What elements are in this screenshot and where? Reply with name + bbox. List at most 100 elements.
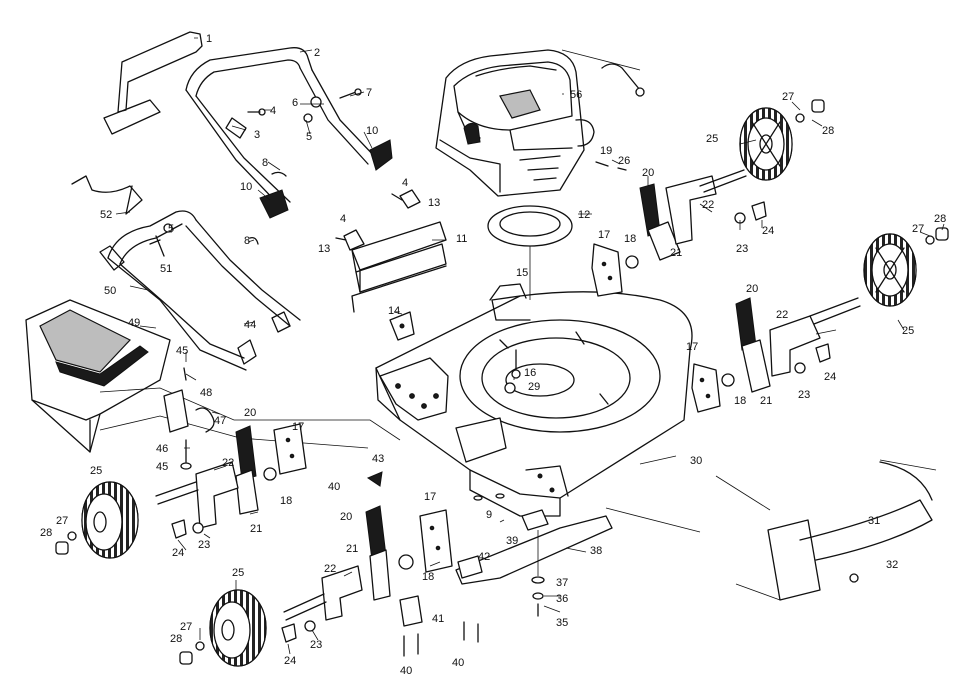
callout-51: 51 xyxy=(160,263,172,275)
callout-22d: 22 xyxy=(324,563,336,575)
callout-20b: 20 xyxy=(746,283,758,295)
callout-22b: 22 xyxy=(776,309,788,321)
mower-deck xyxy=(375,283,693,517)
rod-45a xyxy=(183,367,187,381)
rear-skirt-31 xyxy=(799,499,933,561)
callout-22a: 22 xyxy=(702,199,714,211)
lever-grip-20c xyxy=(235,425,257,481)
callout-29: 29 xyxy=(528,381,540,393)
bolt-24b xyxy=(815,343,831,363)
callout-19: 19 xyxy=(600,145,612,157)
callout-37: 37 xyxy=(556,577,568,589)
callout-10b: 10 xyxy=(240,181,252,193)
spacer-18b xyxy=(721,373,735,387)
callout-17d: 17 xyxy=(424,491,436,503)
axle-22b xyxy=(809,297,861,325)
skirt-plate xyxy=(767,519,821,601)
clip-8b xyxy=(249,236,259,245)
callout-31: 31 xyxy=(868,515,880,527)
callout-4c: 4 xyxy=(340,213,346,225)
callout-28b: 28 xyxy=(934,213,946,225)
callout-17c: 17 xyxy=(292,421,304,433)
callout-13a: 13 xyxy=(428,197,440,209)
callout-11: 11 xyxy=(456,233,467,245)
callout-24b: 24 xyxy=(824,371,836,383)
bracket-41 xyxy=(399,595,423,627)
height-plate-17a xyxy=(591,243,623,297)
callout-21c: 21 xyxy=(250,523,262,535)
callout-27a: 27 xyxy=(782,91,794,103)
blade-38 xyxy=(455,515,613,585)
callout-8b: 8 xyxy=(244,235,250,247)
callout-21d: 21 xyxy=(346,543,358,555)
callout-23b: 23 xyxy=(798,389,810,401)
spacer-18c xyxy=(263,467,277,481)
callout-12: 12 xyxy=(578,209,590,221)
washer-23b xyxy=(794,362,806,374)
callout-47: 47 xyxy=(214,415,226,427)
callout-13b: 13 xyxy=(318,243,330,255)
callout-8a: 8 xyxy=(262,157,268,169)
washer-36 xyxy=(532,592,544,600)
cable-clip-52 xyxy=(71,175,143,215)
callout-27b: 27 xyxy=(912,223,924,235)
control-lever-right xyxy=(369,139,393,171)
axle-22c xyxy=(155,481,199,505)
spacer-18d xyxy=(398,554,414,570)
callout-27c: 27 xyxy=(56,515,68,527)
upper-handle xyxy=(103,31,379,209)
engine xyxy=(435,49,595,197)
callout-46: 46 xyxy=(156,443,168,455)
cable-guide xyxy=(225,117,247,139)
axle-22a xyxy=(699,169,747,193)
callout-9: 9 xyxy=(486,509,492,521)
height-plate-17b xyxy=(691,363,721,413)
callout-24c: 24 xyxy=(172,547,184,559)
bracket-13b xyxy=(343,229,365,251)
clip-8a xyxy=(271,171,287,177)
callout-20c: 20 xyxy=(244,407,256,419)
washer-29 xyxy=(504,382,516,394)
callout-24d: 24 xyxy=(284,655,296,667)
bolt-9a xyxy=(473,495,483,501)
callout-18b: 18 xyxy=(734,395,746,407)
callout-18d: 18 xyxy=(422,571,434,583)
callout-26: 26 xyxy=(618,155,630,167)
callout-40b: 40 xyxy=(400,665,412,677)
cap-28c xyxy=(55,541,69,555)
hinge-bracket-48 xyxy=(163,389,189,433)
callout-4a: 4 xyxy=(270,105,276,117)
spring-47 xyxy=(195,407,215,433)
callout-48: 48 xyxy=(200,387,212,399)
clip-43 xyxy=(366,471,383,487)
lever-arm-21c xyxy=(235,469,259,515)
bracket-42 xyxy=(457,555,483,579)
callout-5a: 5 xyxy=(306,131,312,143)
callout-17b: 17 xyxy=(686,341,698,353)
axle-bracket-22d xyxy=(321,565,363,621)
spark-plug-terminal xyxy=(635,87,645,97)
callout-17a: 17 xyxy=(598,229,610,241)
callout-32: 32 xyxy=(886,559,898,571)
lever-arm-21b xyxy=(741,339,771,393)
cap-28d xyxy=(179,651,193,665)
callout-56: 56 xyxy=(570,89,582,101)
callout-52: 52 xyxy=(100,209,112,221)
callout-28c: 28 xyxy=(40,527,52,539)
callout-14: 14 xyxy=(388,305,400,317)
height-plate-17d xyxy=(419,509,453,573)
callout-27d: 27 xyxy=(180,621,192,633)
bolt-51 xyxy=(149,235,165,257)
callout-1: 1 xyxy=(206,33,212,45)
axle-bracket-22a xyxy=(665,175,717,245)
cap-45b xyxy=(180,462,192,470)
callout-38: 38 xyxy=(590,545,602,557)
axle-22d xyxy=(283,593,327,621)
washer-23d xyxy=(304,620,316,632)
bolt-19-26 xyxy=(595,161,627,171)
bolt-32 xyxy=(849,573,859,583)
cap-28a xyxy=(811,99,825,113)
callout-6: 6 xyxy=(292,97,298,109)
